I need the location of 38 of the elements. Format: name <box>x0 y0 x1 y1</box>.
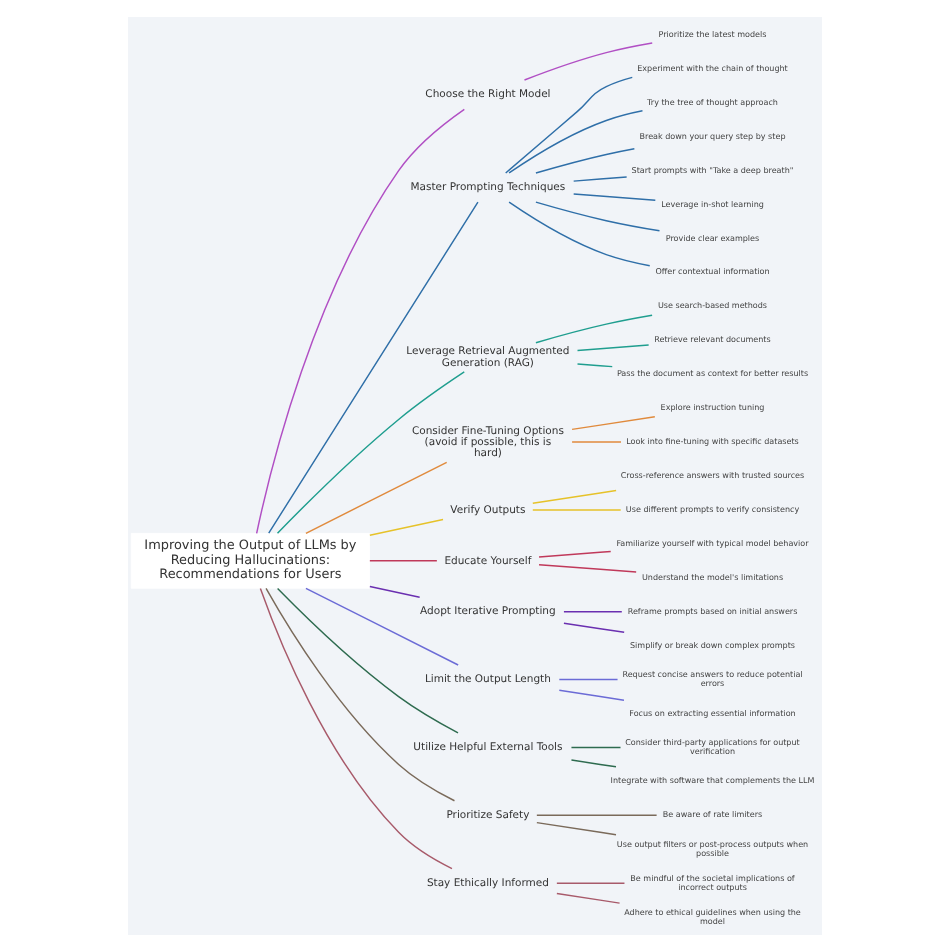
connector <box>254 108 465 535</box>
connector <box>535 814 657 817</box>
connector <box>503 76 632 174</box>
connector <box>534 314 652 344</box>
connector <box>575 344 649 352</box>
connector <box>275 587 458 734</box>
connector <box>562 622 624 634</box>
connector <box>557 678 618 681</box>
connector <box>534 148 635 174</box>
connector <box>570 441 621 443</box>
connector <box>522 42 652 81</box>
connector <box>535 821 616 836</box>
connector <box>267 201 478 534</box>
connector <box>555 892 620 904</box>
connector <box>258 587 452 870</box>
connector <box>575 363 612 368</box>
connector <box>537 563 636 573</box>
connector <box>304 461 447 534</box>
connector <box>304 587 458 666</box>
connector <box>507 110 643 174</box>
connector <box>569 759 616 768</box>
connector <box>275 371 464 534</box>
connector <box>534 201 660 232</box>
connector <box>562 611 622 613</box>
connector <box>264 587 455 802</box>
connector <box>368 585 420 598</box>
connector <box>507 201 650 267</box>
connector <box>569 746 621 749</box>
connector <box>368 518 443 536</box>
connector <box>557 689 624 701</box>
connector <box>368 560 437 562</box>
connector <box>531 509 621 511</box>
connector <box>570 416 655 431</box>
connector <box>531 489 616 504</box>
connector <box>571 176 627 182</box>
connector <box>555 882 625 884</box>
connector <box>537 550 611 558</box>
connector <box>571 193 656 201</box>
